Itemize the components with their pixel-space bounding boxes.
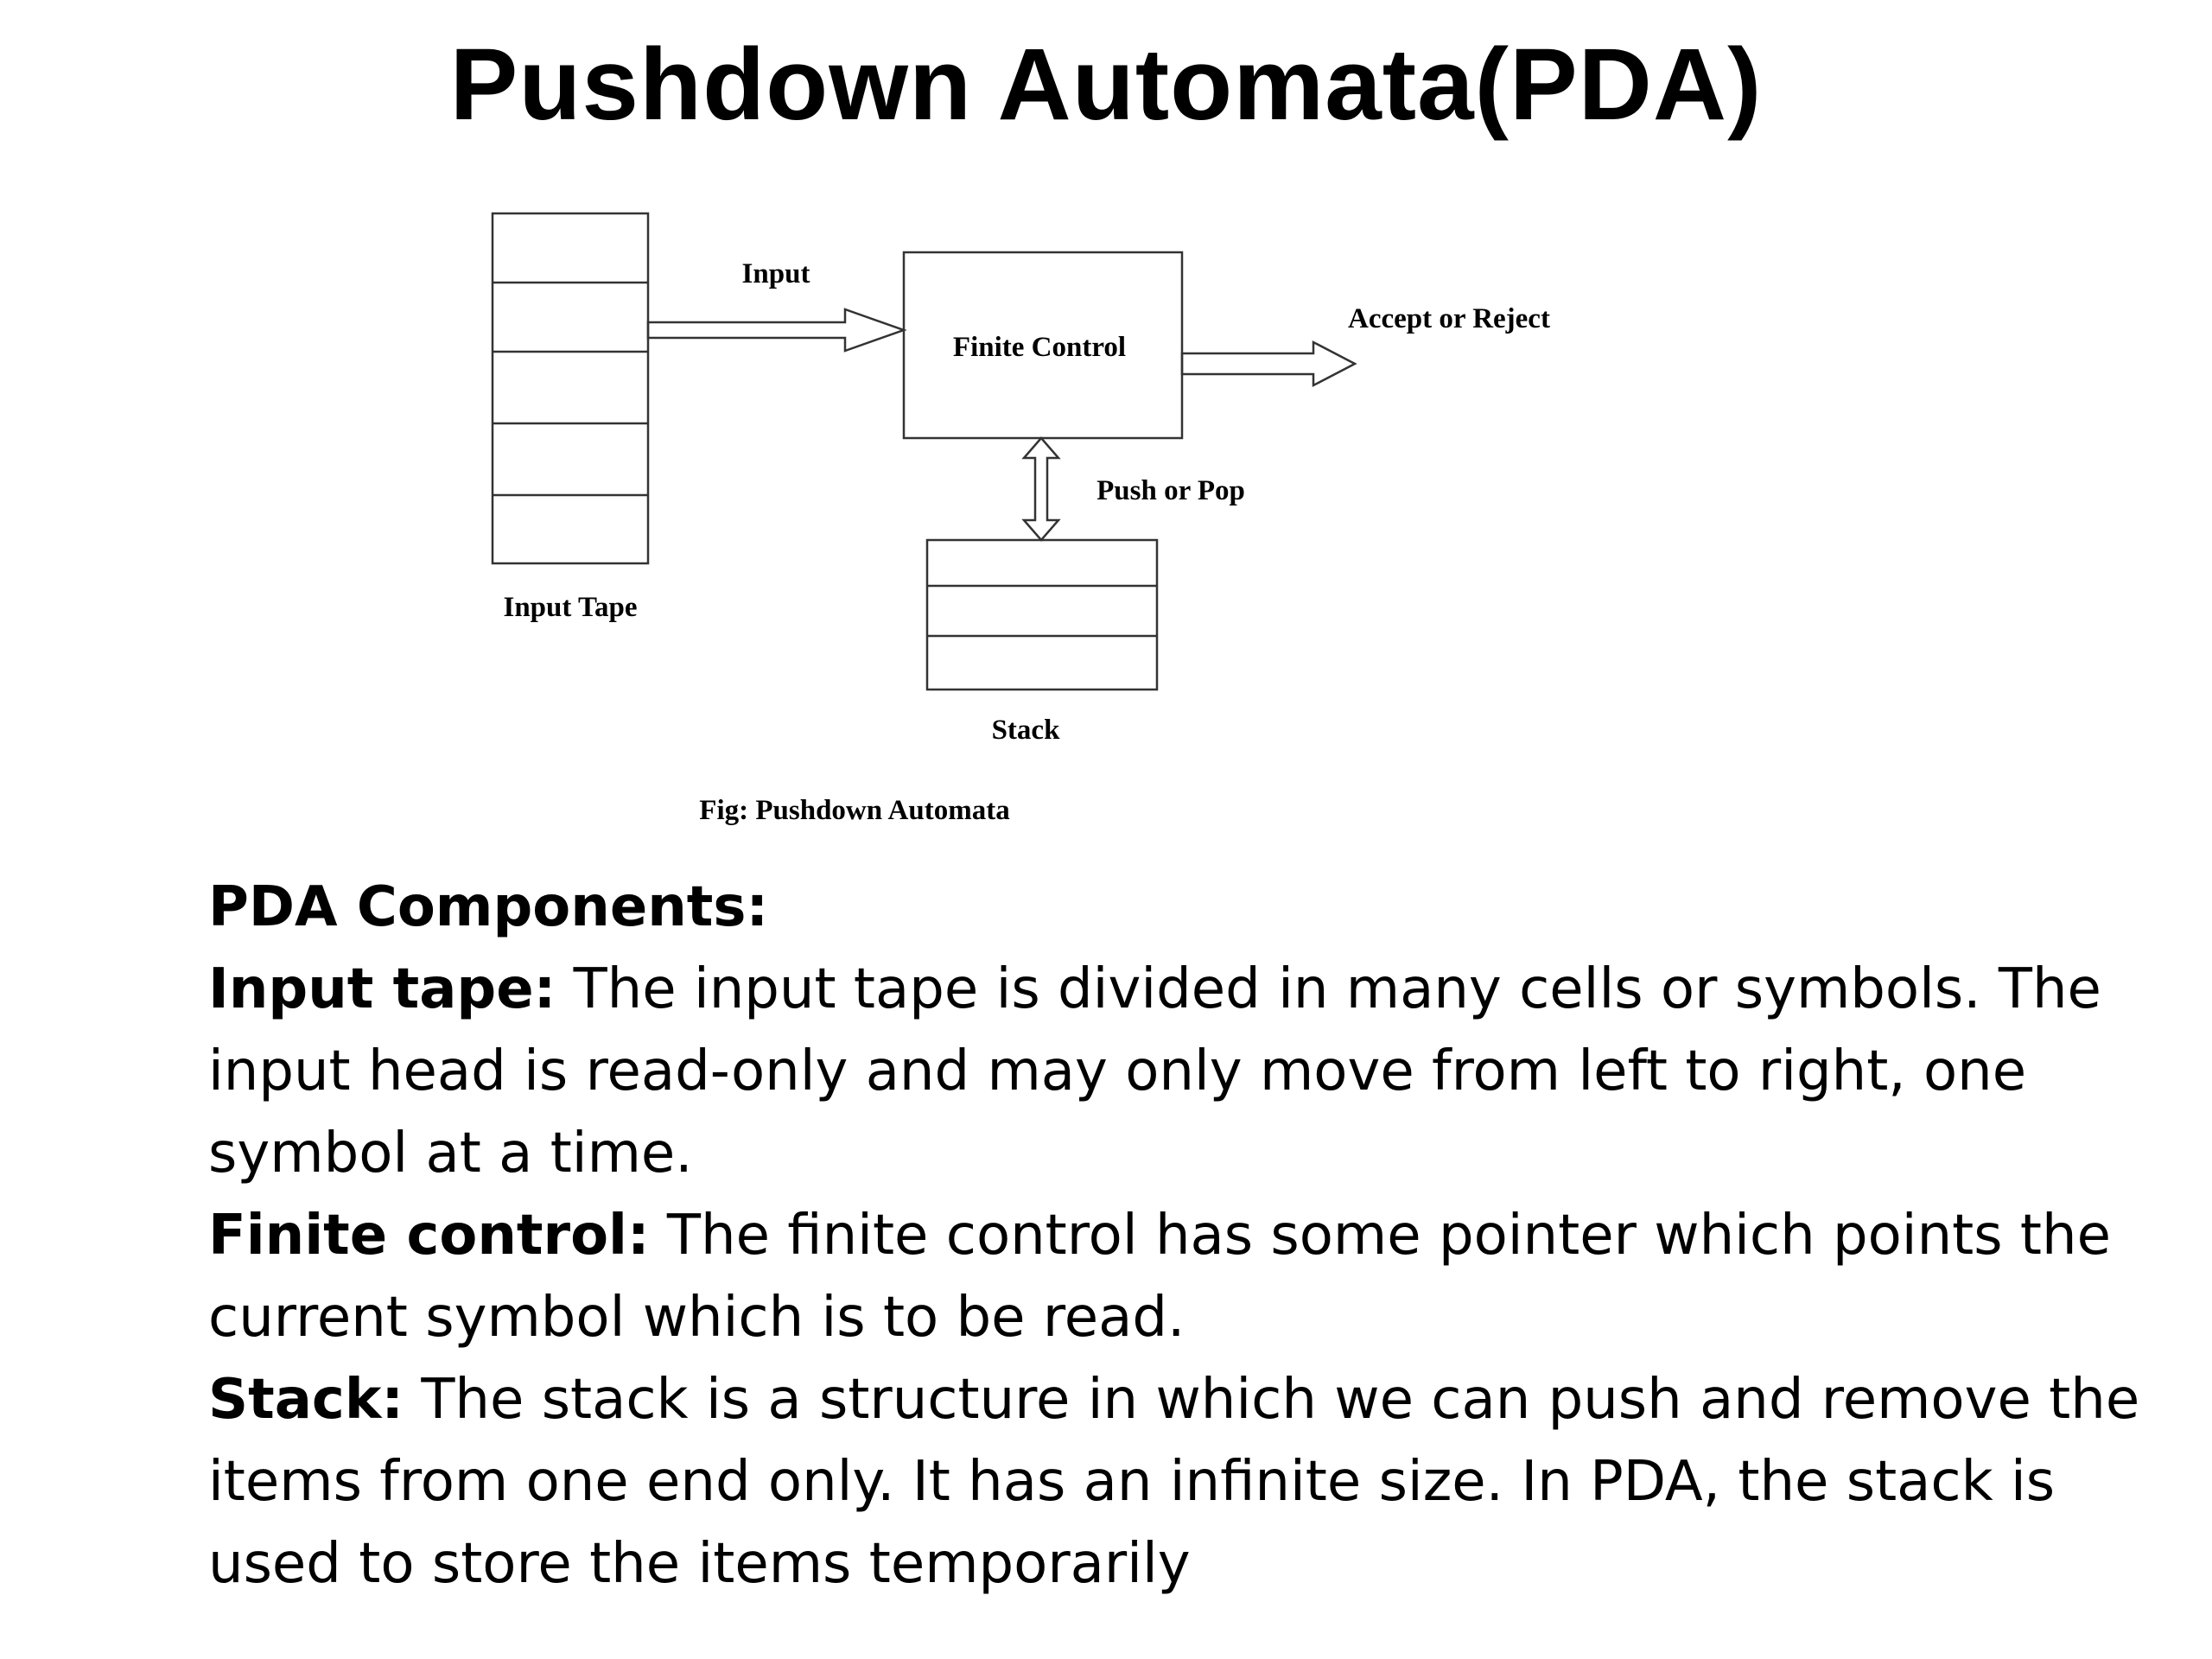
slide-title: Pushdown Automata(PDA): [449, 28, 1763, 142]
input-arrow: [646, 308, 907, 353]
component-term: Input tape:: [208, 957, 556, 1021]
accept-reject-label: Accept or Reject: [1348, 303, 1550, 334]
component-finite-control: Finite control: The finite control has s…: [208, 1195, 2144, 1359]
component-term: Finite control:: [208, 1204, 650, 1268]
component-description: The input tape is divided in many cells …: [208, 957, 2101, 1185]
accept-reject-arrow: [1180, 340, 1357, 388]
component-description: The finite control has some pointer whic…: [208, 1204, 2111, 1350]
figure-caption: Fig: Pushdown Automata: [699, 795, 1009, 826]
stack-label: Stack: [992, 715, 1060, 746]
input-label: Input: [742, 258, 810, 289]
component-description: The stack is a structure in which we can…: [208, 1368, 2140, 1596]
input-tape: [491, 212, 650, 565]
component-input-tape: Input tape: The input tape is divided in…: [208, 949, 2144, 1195]
push-pop-label: Push or Pop: [1096, 475, 1245, 506]
finite-control-label: Finite Control: [953, 332, 1126, 363]
stack: [925, 538, 1159, 691]
push-pop-arrow: [1021, 436, 1061, 542]
component-term: Stack:: [208, 1368, 404, 1432]
pda-diagram: Input Finite Control Accept or Reject Pu…: [491, 212, 1550, 826]
input-tape-label: Input Tape: [503, 592, 637, 623]
components-section: PDA Components: Input tape: The input ta…: [208, 867, 2144, 1605]
component-stack: Stack: The stack is a structure in which…: [208, 1359, 2144, 1605]
components-heading: PDA Components:: [208, 875, 769, 939]
finite-control-box: [902, 251, 1184, 440]
